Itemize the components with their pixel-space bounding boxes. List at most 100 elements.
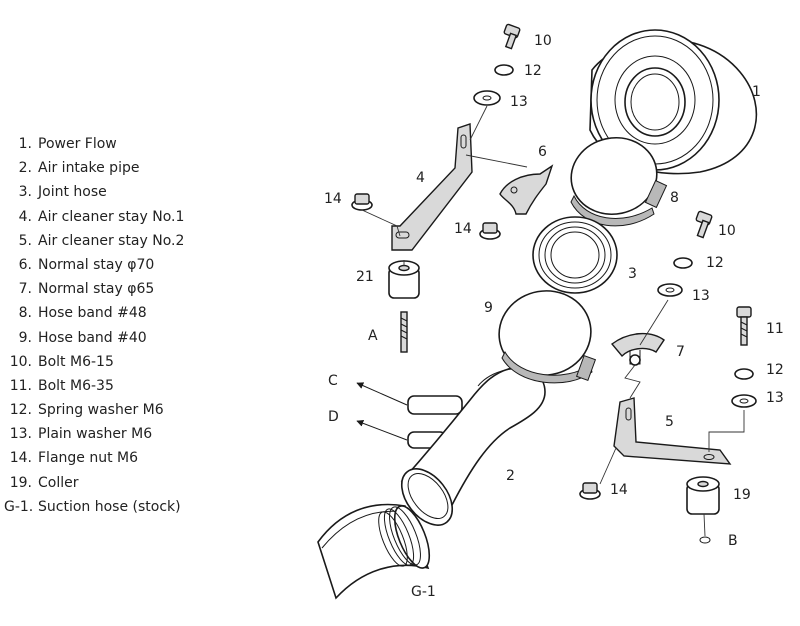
callout-label: 8 — [670, 190, 679, 206]
air-intake-pipe-part — [400, 366, 546, 526]
legend-item-number: 2. — [18, 160, 32, 177]
legend-item-number: 8. — [18, 305, 32, 322]
callout-label: B — [728, 533, 738, 549]
normal-stay-65-part — [610, 333, 665, 366]
callout-label: 5 — [665, 414, 674, 430]
callout-label: 10 — [534, 33, 552, 49]
callout-label: 10 — [718, 223, 736, 239]
callout-label: 1 — [752, 84, 761, 100]
legend-item-name: Bolt M6-15 — [38, 353, 114, 370]
callout-label: 9 — [484, 300, 493, 316]
legend-item-name: Joint hose — [38, 184, 107, 201]
leader-line — [624, 364, 641, 399]
legend-item-name: Air cleaner stay No.2 — [38, 232, 185, 249]
legend-item-number: 12. — [9, 402, 32, 419]
callout-label: 6 — [538, 144, 547, 160]
normal-stay-70-part — [499, 164, 554, 215]
legend-item: 11. Bolt M6-35 — [4, 374, 234, 398]
callout-label: C — [328, 373, 338, 389]
callout-label: 13 — [766, 390, 784, 406]
legend-item: 9. Hose band #40 — [4, 326, 234, 350]
plain-washer-part — [473, 90, 501, 106]
legend-item-number: 3. — [18, 184, 32, 201]
legend-item: 6. Normal stay φ70 — [4, 253, 234, 277]
callout-label: 3 — [628, 266, 637, 282]
callout-label: 7 — [676, 344, 685, 360]
legend-item-name: Power Flow — [38, 136, 117, 152]
parts-legend: 1. Power Flow 2. Air intake pipe 3. Joint h… — [4, 132, 234, 519]
leader-line — [708, 410, 745, 452]
callout-label: 14 — [610, 482, 628, 498]
legend-item-name: Coller — [38, 474, 79, 491]
plain-washer-part — [657, 283, 683, 297]
legend-item: 7. Normal stay φ65 — [4, 277, 234, 301]
legend-item: 10. Bolt M6-15 — [4, 350, 234, 374]
callout-label: A — [368, 328, 378, 344]
legend-item-name: Air intake pipe — [38, 160, 140, 177]
air-cleaner-stay-1-part — [391, 123, 473, 251]
hose-band-40-part — [498, 290, 597, 384]
spring-washer-part — [734, 368, 754, 380]
plain-washer-part — [731, 394, 757, 408]
flange-nut-part — [579, 482, 601, 500]
legend-item-name: Hose band #40 — [38, 329, 147, 346]
legend-item-number: 11. — [9, 377, 32, 394]
legend-item-number: 9. — [18, 329, 32, 346]
legend-item-name: Plain washer M6 — [38, 426, 153, 443]
leader-line — [465, 154, 528, 168]
legend-item: 13. Plain washer M6 — [4, 422, 234, 446]
bolt-m6-35-part — [736, 306, 752, 346]
legend-item-number: 4. — [18, 208, 32, 225]
legend-item-number: 10. — [9, 353, 32, 370]
legend-item-number: 1. — [18, 136, 32, 152]
suction-hose-part — [317, 503, 431, 600]
leader-line — [639, 299, 669, 346]
legend-item-number: 19. — [9, 474, 32, 491]
callout-label: 2 — [506, 468, 515, 484]
leader-line — [599, 447, 617, 485]
legend-item: 3. Joint hose — [4, 180, 234, 204]
legend-item-name: Flange nut M6 — [38, 450, 139, 467]
legend-item: G-1.Suction hose (stock) — [4, 495, 234, 519]
legend-item: 19. Coller — [4, 471, 234, 495]
arrow-d — [356, 419, 408, 441]
legend-item-number: 13. — [9, 426, 32, 443]
bolt-m6-15-part — [503, 23, 521, 50]
legend-item-name: Air cleaner stay No.1 — [38, 208, 185, 225]
callout-label: 12 — [524, 63, 542, 79]
joint-hose-part — [532, 216, 618, 294]
callout-label: 14 — [324, 191, 342, 207]
legend-item-name: Hose band #48 — [38, 305, 147, 322]
legend-item-name: Spring washer M6 — [38, 402, 164, 419]
legend-item: 4. Air cleaner stay No.1 — [4, 205, 234, 229]
legend-item: 1. Power Flow — [4, 132, 234, 156]
leader-line — [361, 209, 401, 237]
legend-item-name: Bolt M6-35 — [38, 377, 114, 394]
coller-19-part — [686, 476, 720, 544]
legend-item-name: Normal stay φ65 — [38, 281, 155, 298]
legend-item-name: Normal stay φ70 — [38, 256, 155, 273]
legend-item: 2. Air intake pipe — [4, 156, 234, 180]
legend-item-number: 6. — [18, 256, 32, 273]
callout-label: 12 — [766, 362, 784, 378]
callout-label: D — [328, 409, 339, 425]
legend-item-number: 7. — [18, 281, 32, 298]
arrow-c — [356, 382, 408, 406]
callout-label: 13 — [692, 288, 710, 304]
legend-item-number: G-1. — [4, 498, 34, 515]
spring-washer-part — [494, 64, 514, 76]
coller-21-part — [388, 260, 420, 353]
callout-label: 4 — [416, 170, 425, 186]
bolt-m6-15-part — [695, 210, 713, 239]
callout-label: G-1 — [411, 584, 436, 600]
legend-item: 14.Flange nut M6 — [4, 446, 234, 470]
callout-label: 13 — [510, 94, 528, 110]
legend-item-number: 5. — [18, 232, 32, 249]
callout-label: 21 — [356, 269, 374, 285]
legend-item: 8. Hose band #48 — [4, 301, 234, 325]
callout-label: 14 — [454, 221, 472, 237]
callout-label: 19 — [733, 487, 751, 503]
flange-nut-part — [479, 222, 501, 240]
